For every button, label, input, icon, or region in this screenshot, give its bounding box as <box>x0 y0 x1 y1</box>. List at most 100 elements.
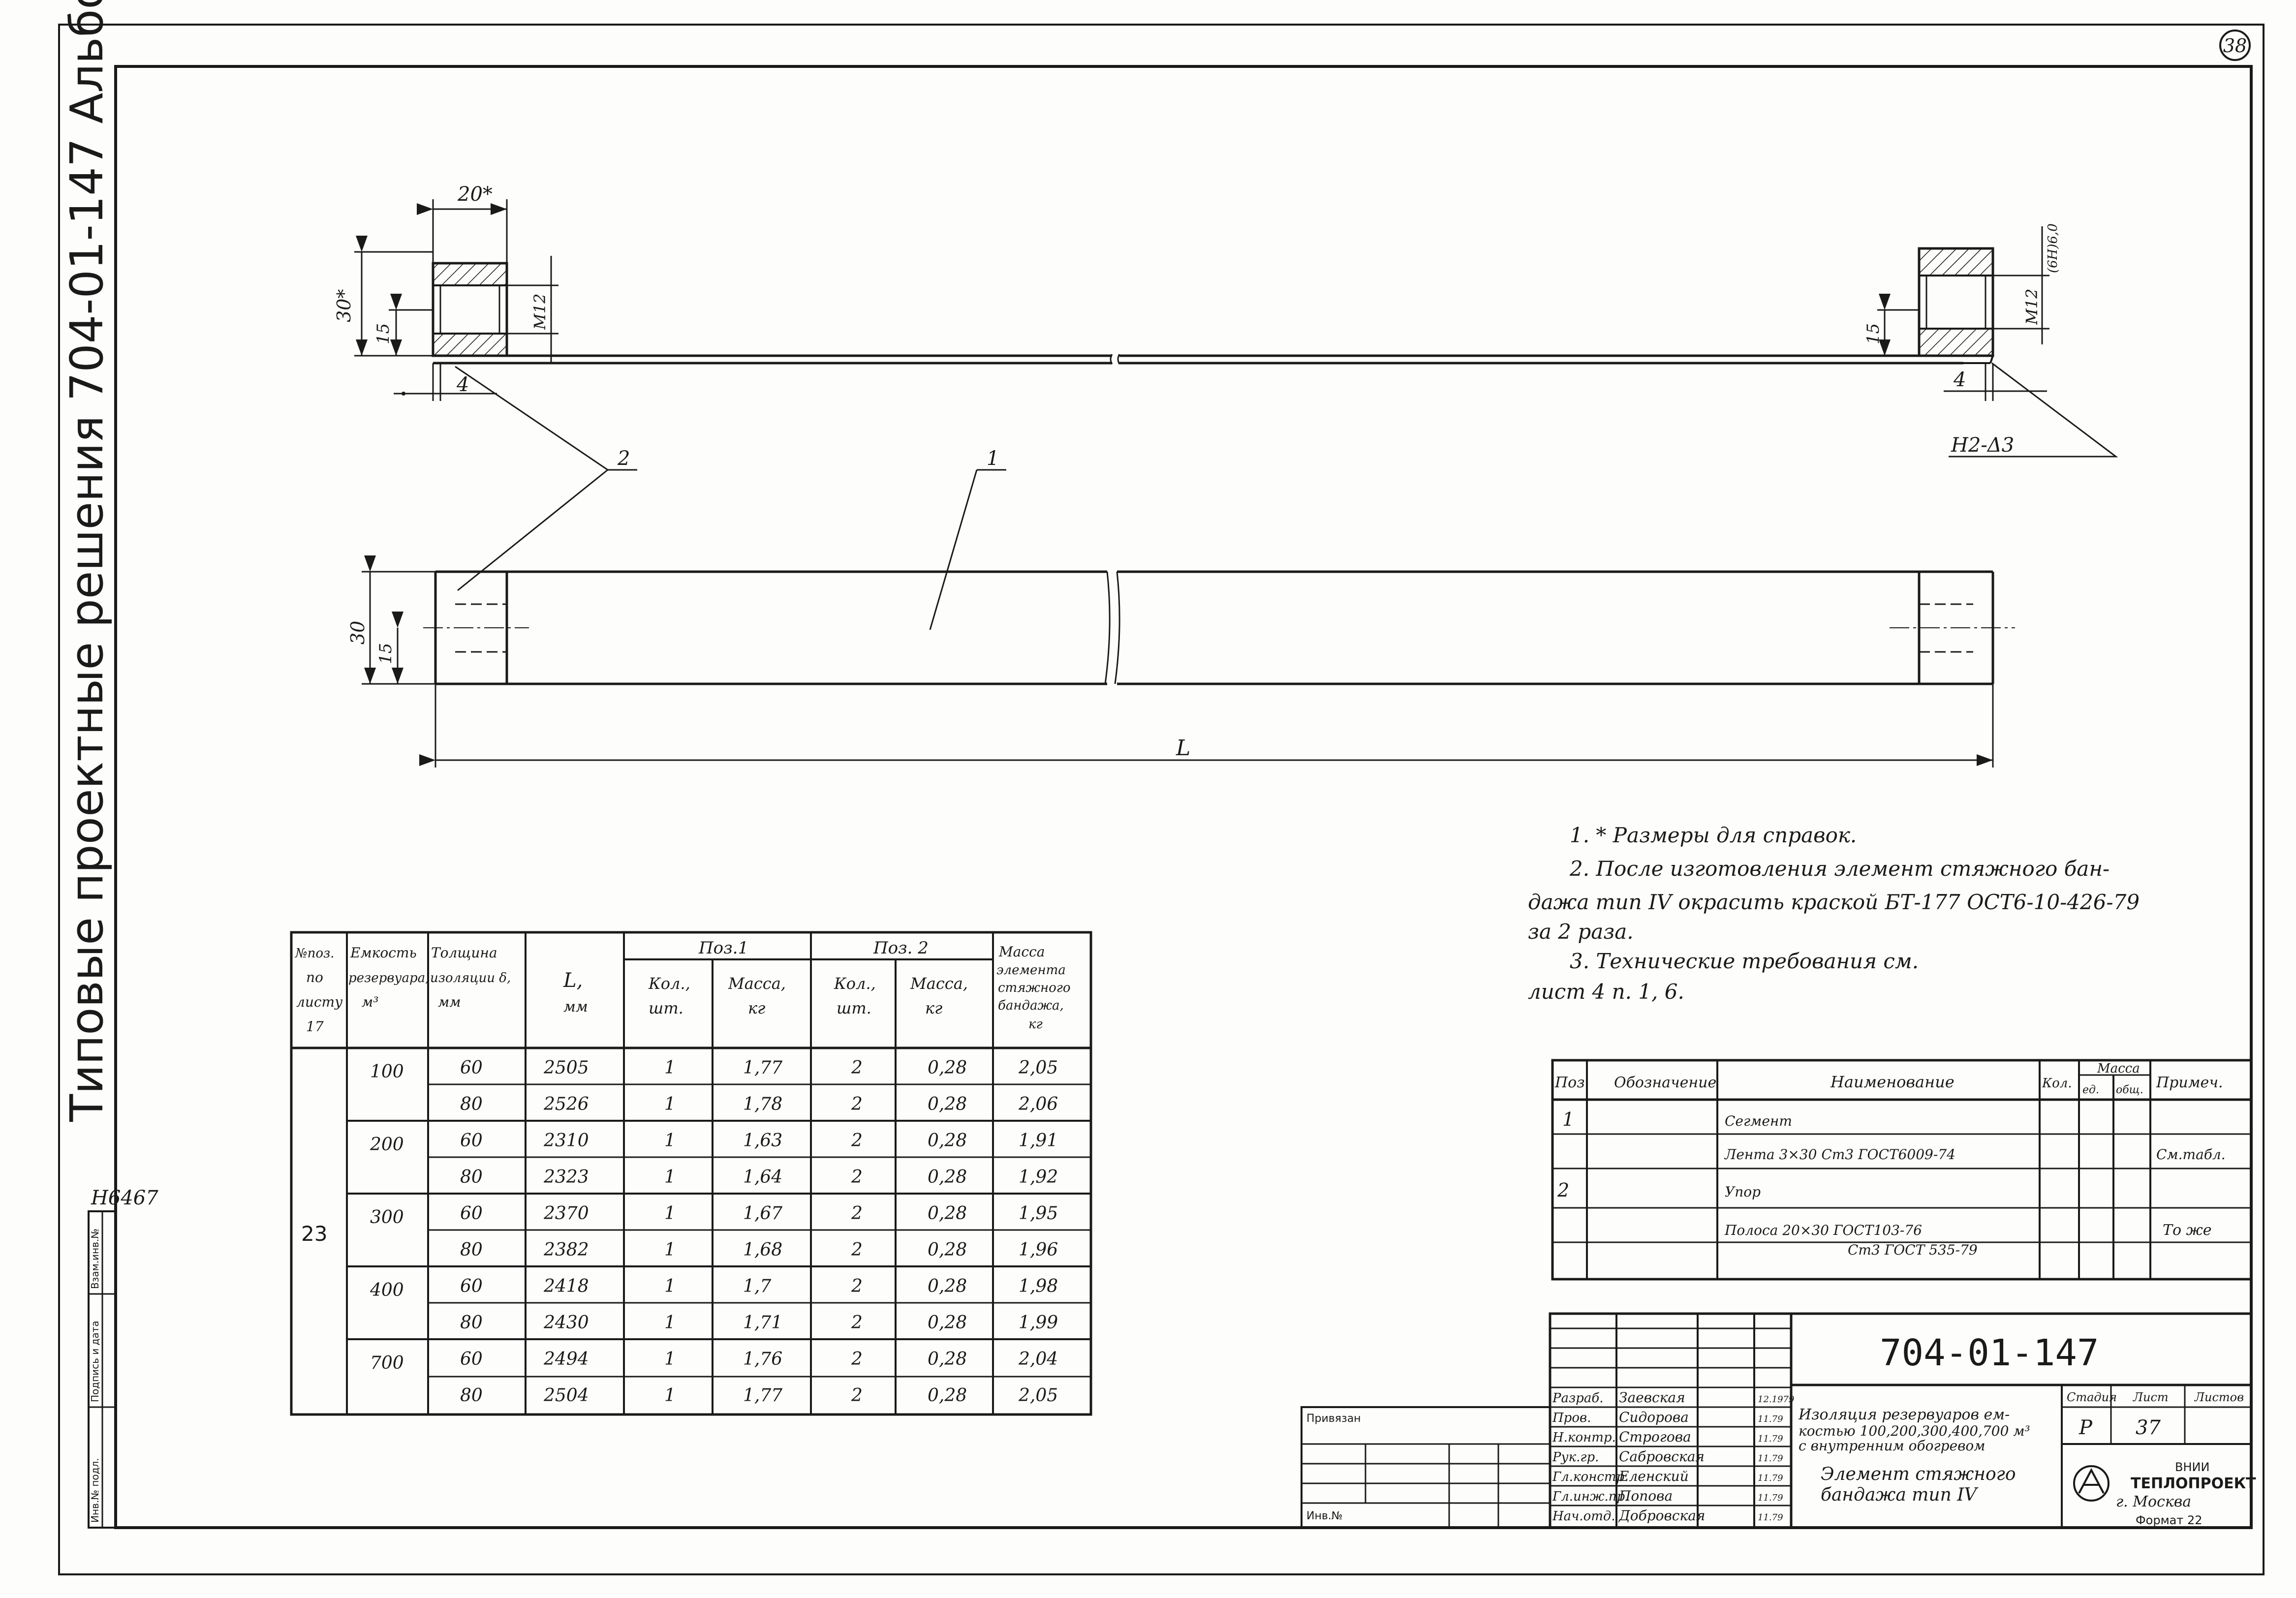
tb-role: Н.контр. <box>1552 1430 1616 1445</box>
tb-date: 12.1979 <box>1758 1394 1794 1405</box>
notes: 1. * Размеры для справок. 2. После изгот… <box>1528 823 2140 1004</box>
table-cell-total: 2,05 <box>1018 1058 1058 1078</box>
svg-text:Привязан: Привязан <box>1306 1413 1361 1425</box>
svg-text:бандажа,: бандажа, <box>998 998 1064 1013</box>
table-cell-m1: 1,77 <box>743 1058 782 1078</box>
table-cell-q2: 2 <box>851 1094 863 1114</box>
table-cell-m2: 0,28 <box>928 1203 967 1224</box>
table-cell-m2: 0,28 <box>928 1349 967 1369</box>
table-cell-q2: 2 <box>851 1349 863 1369</box>
svg-text:17: 17 <box>306 1018 324 1035</box>
tb-date: 11.79 <box>1758 1414 1783 1424</box>
table-cell-thick: 60 <box>460 1276 483 1296</box>
svg-text:Наименование: Наименование <box>1830 1073 1955 1091</box>
tb-role: Гл.констр. <box>1552 1470 1628 1484</box>
table-cell-q1: 1 <box>664 1131 676 1151</box>
element-front-view <box>423 570 2015 685</box>
svg-text:ВНИИ: ВНИИ <box>2175 1460 2209 1474</box>
svg-text:Масса,: Масса, <box>728 974 786 993</box>
album-title: Типовые проектные решения 704-01-147 Аль… <box>61 0 113 1122</box>
svg-text:Инв.№ подл.: Инв.№ подл. <box>89 1458 101 1523</box>
capacity-cell: 100 <box>370 1062 404 1082</box>
tb-date: 11.79 <box>1758 1512 1783 1523</box>
svg-text:30*: 30* <box>333 289 355 322</box>
table-cell-m1: 1,71 <box>743 1313 782 1333</box>
capacity-cell: 300 <box>370 1207 404 1228</box>
tb-role: Пров. <box>1552 1411 1591 1425</box>
table-cell-thick: 80 <box>460 1094 483 1114</box>
table-cell-thick: 60 <box>460 1131 483 1151</box>
table-cell-L: 2505 <box>543 1058 589 1078</box>
table-cell-thick: 80 <box>460 1167 483 1187</box>
svg-text:Поз. 2: Поз. 2 <box>873 938 929 958</box>
table-cell-total: 2,06 <box>1018 1094 1058 1114</box>
table-cell-L: 2418 <box>543 1276 589 1296</box>
svg-text:кг: кг <box>925 999 942 1017</box>
svg-text:стяжного: стяжного <box>998 981 1071 995</box>
svg-text:1: 1 <box>987 447 999 470</box>
svg-text:То же: То же <box>2163 1222 2211 1239</box>
table-cell-q1: 1 <box>664 1167 676 1187</box>
tb-role: Нач.отд. <box>1552 1509 1615 1524</box>
svg-text:2: 2 <box>617 447 630 470</box>
svg-text:4: 4 <box>1953 369 1966 391</box>
svg-text:L: L <box>1176 736 1190 761</box>
svg-text:№поз.: №поз. <box>295 946 334 961</box>
tb-name: Строгова <box>1619 1429 1691 1445</box>
table-cell-m2: 0,28 <box>928 1313 967 1333</box>
svg-text:м³: м³ <box>362 994 378 1010</box>
note-1: 1. * Размеры для справок. <box>1570 823 1857 847</box>
svg-text:Стадия: Стадия <box>2067 1390 2117 1404</box>
svg-text:15: 15 <box>376 643 396 664</box>
table-cell-q1: 1 <box>664 1385 676 1406</box>
svg-text:Листов: Листов <box>2194 1390 2244 1404</box>
svg-text:L,: L, <box>563 969 583 992</box>
svg-text:мм: мм <box>563 998 588 1015</box>
table-cell-L: 2430 <box>543 1313 589 1333</box>
table-cell-q2: 2 <box>851 1131 863 1151</box>
note-2: 2. После изготовления элемент стяжного б… <box>1569 857 2110 881</box>
capacity-cell: 700 <box>370 1353 404 1373</box>
table-cell-q2: 2 <box>851 1276 863 1296</box>
svg-text:Элемент стяжного: Элемент стяжного <box>1821 1464 2016 1484</box>
table-cell-L: 2494 <box>543 1349 589 1369</box>
note-2-end: за 2 раза. <box>1528 920 1634 944</box>
table-cell-total: 2,05 <box>1018 1385 1058 1406</box>
table-cell-L: 2323 <box>543 1167 589 1187</box>
svg-text:М12: М12 <box>2022 289 2041 325</box>
svg-text:кг: кг <box>1028 1017 1043 1032</box>
table-cell-L: 2370 <box>543 1203 589 1224</box>
table-cell-thick: 60 <box>460 1058 483 1078</box>
table-cell-m2: 0,28 <box>928 1276 967 1296</box>
tb-name: Заевская <box>1619 1389 1685 1406</box>
svg-text:Масса: Масса <box>998 944 1045 960</box>
table-cell-total: 1,92 <box>1019 1167 1058 1187</box>
note-2-cont: дажа тип IV окрасить краской БТ-177 ОСТ6… <box>1528 890 2140 914</box>
frame-border <box>114 65 2253 1529</box>
table-cell-total: 1,96 <box>1019 1240 1058 1260</box>
table-cell-q1: 1 <box>664 1240 676 1260</box>
svg-text:Формат 22: Формат 22 <box>2136 1513 2203 1527</box>
table-cell-total: 1,91 <box>1019 1131 1058 1151</box>
svg-text:Кол.: Кол. <box>2042 1076 2072 1091</box>
svg-text:ед.: ед. <box>2082 1084 2099 1096</box>
privyazan-block: Привязан Инв.№ <box>1301 1406 1551 1529</box>
svg-text:г. Москва: г. Москва <box>2116 1493 2191 1510</box>
tb-date: 11.79 <box>1758 1453 1783 1464</box>
svg-text:Кол.,: Кол., <box>648 974 690 993</box>
svg-text:Лист: Лист <box>2133 1390 2169 1404</box>
table-cell-thick: 60 <box>460 1203 483 1224</box>
svg-text:Кол.,: Кол., <box>834 974 876 993</box>
note-3-cont: лист 4 п. 1, 6. <box>1528 980 1684 1004</box>
table-cell-L: 2310 <box>543 1131 589 1151</box>
table-cell-q1: 1 <box>664 1203 676 1224</box>
main-table: №поз. по листу 17 Емкость резервуара, м³… <box>290 931 1092 1416</box>
table-cell-m1: 1,67 <box>743 1203 782 1224</box>
tb-name: Сидорова <box>1619 1409 1689 1425</box>
table-cell-q1: 1 <box>664 1313 676 1333</box>
svg-text:Масса,: Масса, <box>910 974 968 993</box>
svg-text:Примеч.: Примеч. <box>2156 1074 2223 1091</box>
svg-text:37: 37 <box>2136 1416 2161 1439</box>
